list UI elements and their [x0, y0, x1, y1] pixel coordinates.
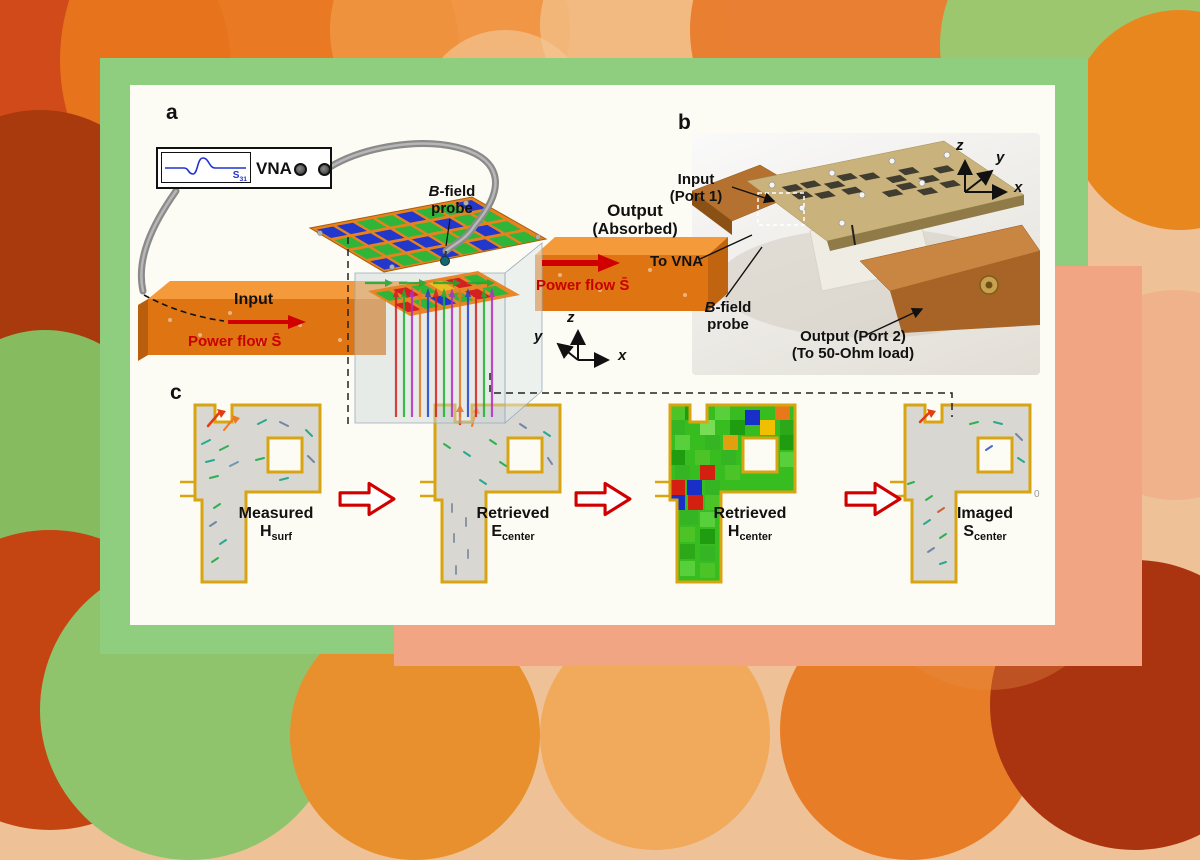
panel-a-label: a	[166, 101, 178, 124]
vna-label: VNA	[256, 159, 292, 178]
field-map-imaged-scenter	[890, 403, 1032, 584]
field-map-measured-hsurf	[180, 403, 322, 584]
probe-region-box	[757, 192, 805, 226]
output-absorbed-label: Output (Absorbed)	[592, 201, 678, 238]
coax-port-dot	[318, 163, 331, 176]
coax-port-dot	[294, 163, 307, 176]
b-field-probe-label-b: B-field probe	[704, 299, 752, 334]
step-label-measured-hsurf: Measured Hsurf	[238, 505, 314, 544]
field-arrows	[907, 409, 1025, 565]
step-label-imaged-scenter: Imaged Scenter	[956, 505, 1013, 544]
axis-x-label-b: x	[1014, 179, 1023, 196]
step-label-retrieved-ecenter: Retrieved Ecenter	[476, 505, 550, 544]
axis-y-label-a: y	[534, 328, 543, 345]
field-map-retrieved-ecenter	[420, 403, 562, 584]
panel-b-label: b	[678, 111, 691, 134]
power-flow-input-label: Power flow S̄	[188, 333, 282, 350]
axis-z-label-b: z	[956, 137, 964, 154]
flow-arrow-2	[574, 481, 632, 517]
power-flow-output-label: Power flow S̄	[536, 277, 630, 294]
axis-z-label-a: z	[567, 309, 575, 326]
field-volume-box	[354, 242, 543, 424]
panel-c-label: c	[170, 381, 182, 404]
to-vna-label: To VNA	[650, 253, 704, 270]
axes-panel-a	[556, 329, 610, 368]
output-port2-label: Output (Port 2) (To 50-Ohm load)	[791, 328, 915, 363]
field-map-retrieved-hcenter	[655, 403, 797, 584]
figure-panel: a S31 VNA B-field probe Output (Absorbed…	[130, 85, 1055, 625]
b-field-probe-marker	[440, 218, 451, 266]
s-parameter-curve	[165, 157, 246, 175]
output-power-arrow	[542, 254, 620, 272]
b-field-probe-label-a: B-field probe	[428, 183, 476, 218]
input-label-a: Input	[234, 291, 274, 308]
inner-field-plate	[368, 271, 520, 316]
vna-box: S31 VNA	[156, 147, 332, 189]
hidden-feed-dashed	[143, 294, 225, 322]
flow-arrow-3	[844, 481, 902, 517]
field-arrows	[201, 409, 315, 563]
coax-cable-to-input	[137, 187, 180, 295]
field-lines	[365, 279, 495, 417]
input-power-arrow	[228, 315, 306, 329]
scale-mark: 0	[1034, 489, 1040, 500]
s31-label: S31	[232, 170, 247, 183]
step-label-retrieved-hcenter: Retrieved Hcenter	[713, 505, 787, 544]
input-port1-label: Input (Port 1)	[669, 171, 723, 206]
vna-plot: S31	[161, 152, 251, 183]
axis-y-label-b: y	[996, 149, 1005, 166]
axis-x-label-a: x	[618, 347, 627, 364]
flow-arrow-1	[338, 481, 396, 517]
